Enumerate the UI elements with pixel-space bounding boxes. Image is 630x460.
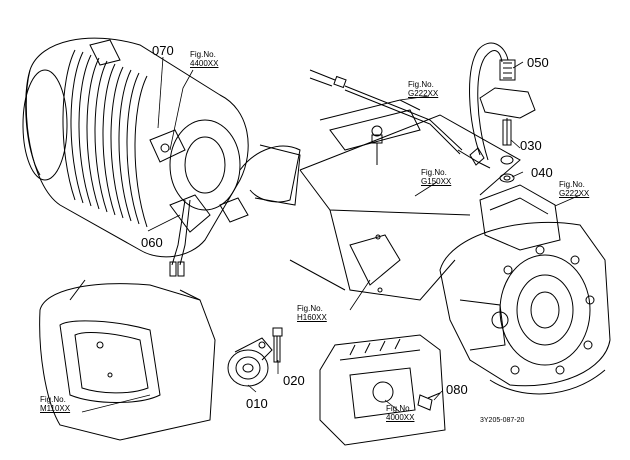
fig-ref-4000xx: Fig.No. 4000XX [386,404,414,422]
fig-ref-number: 4400XX [190,59,219,68]
fig-ref-label: Fig.No. [408,80,434,89]
fig-ref-label: Fig.No. [386,404,412,413]
mid-housing-drawing [320,335,445,445]
part-label-080: 080 [446,382,468,397]
sensor-drawing [228,328,282,386]
part-label-030: 030 [520,138,542,153]
part-label-020: 020 [283,373,305,388]
part-label-010: 010 [246,396,268,411]
fig-ref-number: G222XX [408,89,439,98]
fig-ref-number: M110XX [40,404,71,413]
part-label-060: 060 [141,235,163,250]
part-label-050: 050 [527,55,549,70]
fig-ref-label: Fig.No. [421,168,447,177]
fig-ref-label: Fig.No. [40,395,66,404]
fig-ref-number: H160XX [297,313,327,322]
leader-lines [82,57,580,412]
engine-assembly-drawing [23,38,300,276]
fig-ref-number: G222XX [559,189,590,198]
fig-ref-g222xx-top: Fig.No. G222XX [408,80,438,98]
drawing-code: 3Y205-087-20 [480,417,525,424]
fig-ref-label: Fig.No. [559,180,585,189]
fig-ref-label: Fig.No. [190,50,216,59]
fig-ref-number: 4000XX [386,413,415,422]
fig-ref-h160xx: Fig.No. H160XX [297,304,327,322]
part-label-040: 040 [531,165,553,180]
fig-ref-label: Fig.No. [297,304,323,313]
harness-drawing [310,70,490,168]
fig-ref-g150xx: Fig.No. G150XX [421,168,451,186]
fig-ref-m110xx: Fig.No. M110XX [40,395,70,413]
front-housing-drawing [40,280,215,440]
fig-ref-4400xx: Fig.No. 4400XX [190,50,218,68]
fig-ref-number: G150XX [421,177,452,186]
part-label-070: 070 [152,43,174,58]
frame-drawing [290,100,520,300]
transmission-housing-drawing [440,185,610,394]
fig-ref-g222xx-right: Fig.No. G222XX [559,180,589,198]
cable-bracket-drawing [470,43,535,182]
